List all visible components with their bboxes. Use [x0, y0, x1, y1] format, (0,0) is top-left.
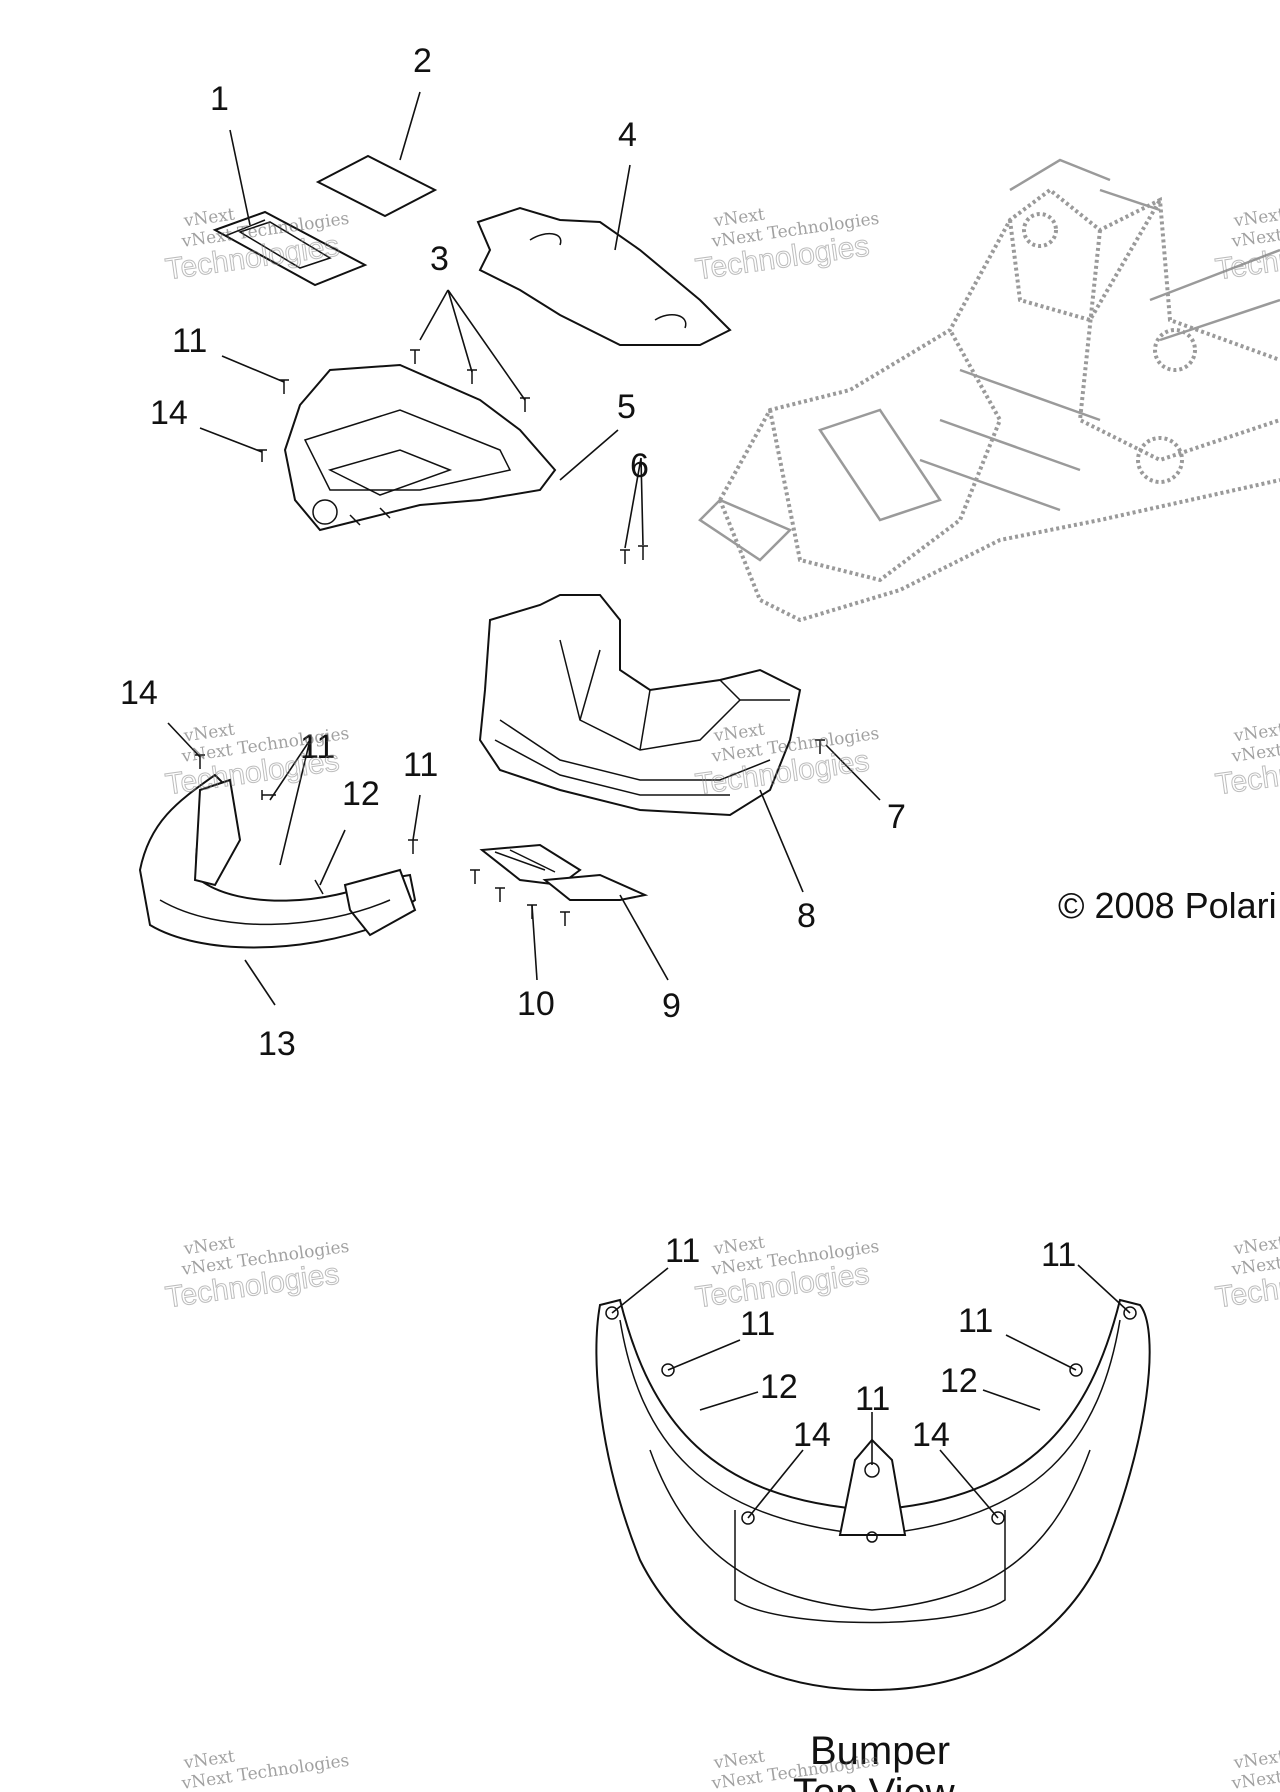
watermark: vNext vNext Technologies Technologies: [693, 205, 881, 287]
callout-12: 12: [342, 775, 380, 813]
callout-14-b: 14: [120, 674, 158, 712]
part-5-hood-cover: [283, 363, 557, 532]
top-callout-11-b: 11: [1041, 1236, 1076, 1274]
top-view-leader-lines: [611, 1264, 1131, 1519]
top-callout-14-a: 14: [793, 1416, 831, 1454]
part-13-bumper: [138, 773, 417, 949]
part-4-gasket: [476, 206, 732, 346]
watermark: vNext vNext Technologies Technologies: [693, 720, 881, 802]
top-callout-11-e: 11: [855, 1380, 890, 1418]
part-8-belly-pan: [478, 594, 802, 817]
part-9-skid-plate: [479, 843, 649, 901]
callout-8: 8: [797, 897, 816, 935]
callout-2: 2: [413, 42, 432, 80]
callout-14-a: 14: [150, 394, 188, 432]
part-2-decal: [315, 154, 438, 218]
watermark: vNext vNext Technologies Technologies: [163, 1233, 351, 1315]
top-callout-14-b: 14: [912, 1416, 950, 1454]
callout-3: 3: [430, 240, 449, 278]
callout-9: 9: [662, 987, 681, 1025]
callout-1: 1: [210, 80, 229, 118]
callout-10: 10: [517, 985, 555, 1023]
chassis-frame: [698, 158, 1280, 623]
top-callout-12-a: 12: [760, 1368, 798, 1406]
watermark: vNext vNext Technologies Technologies: [693, 1233, 881, 1315]
watermark: vNext vNext Technologies Technologies: [1213, 205, 1280, 287]
watermark: vNext vNext Technologies: [1230, 1747, 1280, 1792]
top-view-callouts: 11 11 11 11 11 12 12 14 14: [665, 1232, 1076, 1454]
leader-lines: [167, 91, 881, 1006]
top-callout-11-c: 11: [740, 1305, 775, 1343]
callout-11-a: 11: [172, 322, 207, 360]
bumper-top-view: [595, 1298, 1151, 1692]
top-callout-11-d: 11: [958, 1302, 993, 1340]
top-callout-11-a: 11: [665, 1232, 700, 1270]
watermark: vNext vNext Technologies Technologies: [1213, 1233, 1280, 1315]
watermark: vNext vNext Technologies Technologies: [1213, 720, 1280, 802]
caption-line-1: Bumper: [810, 1729, 950, 1773]
callout-4: 4: [618, 116, 637, 154]
callout-5: 5: [617, 388, 636, 426]
callout-7: 7: [887, 798, 906, 836]
caption-line-2: Top View: [793, 1771, 955, 1792]
copyright-text: © 2008 Polari: [1058, 885, 1277, 926]
callout-11-c: 11: [403, 746, 438, 784]
top-callout-12-b: 12: [940, 1362, 978, 1400]
callout-11-b: 11: [300, 728, 335, 766]
callout-labels: 1 2 3 4 5 6 7 8 9 10 11 11 11 12 13 14 1…: [120, 42, 906, 1063]
callout-6: 6: [630, 447, 649, 485]
callout-13: 13: [258, 1025, 296, 1063]
watermark: vNext vNext Technologies Technologies: [163, 720, 351, 802]
watermark: vNext vNext Technologies: [180, 1747, 351, 1792]
